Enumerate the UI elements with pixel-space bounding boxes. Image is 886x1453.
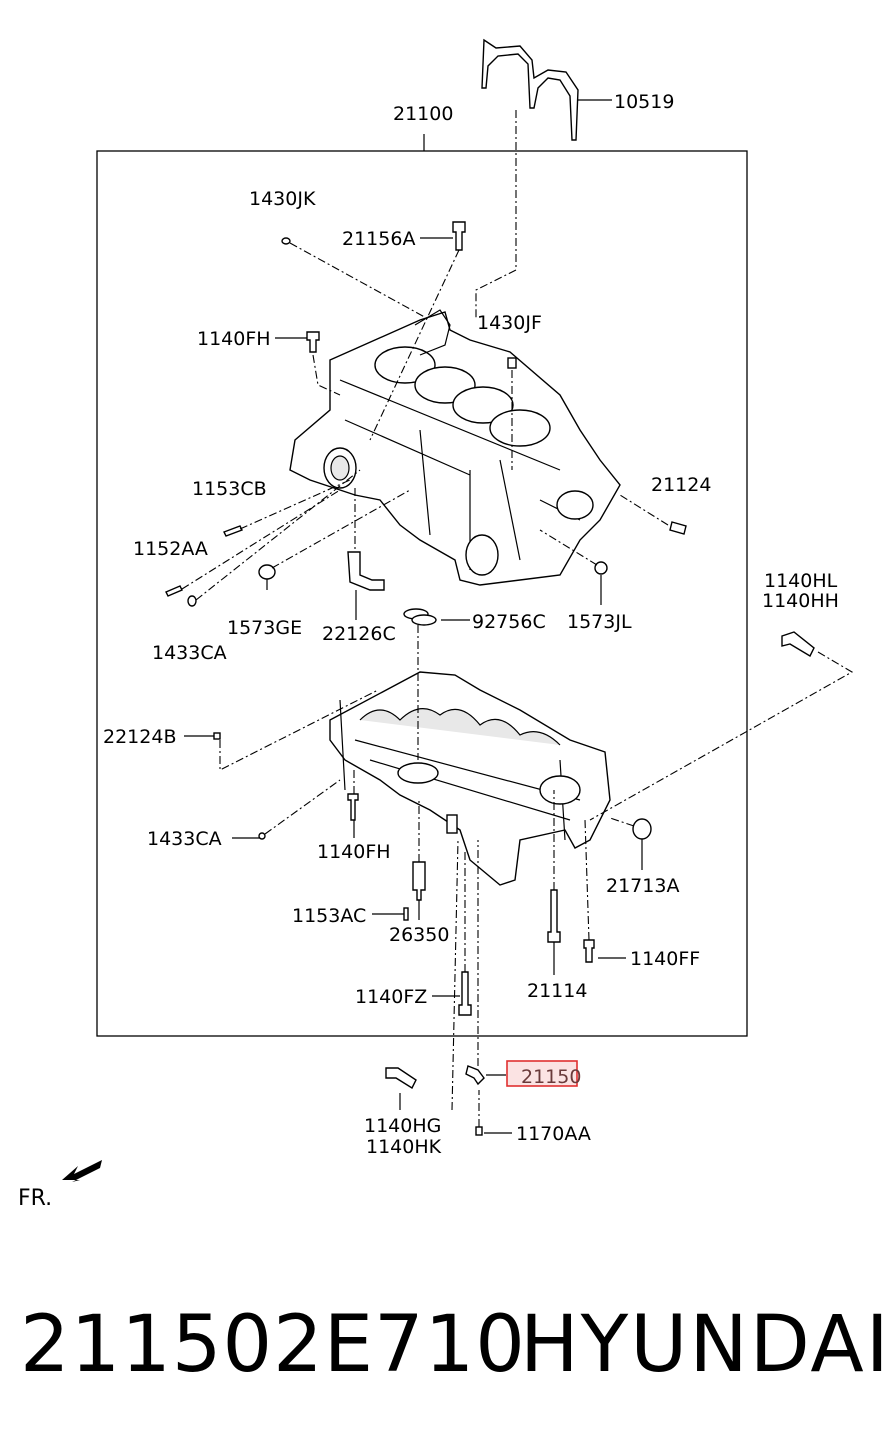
callout-1433CA-top: 1433CA [152, 642, 227, 664]
callout-21713A: 21713A [606, 875, 679, 897]
callout-1140HH: 1140HH [762, 590, 839, 612]
cylinder-block-upper [289, 309, 621, 586]
highlight-box-21150[interactable] [506, 1060, 578, 1087]
callout-21124: 21124 [651, 474, 711, 496]
callout-1140HK: 1140HK [366, 1136, 442, 1158]
callout-1153CB: 1153CB [192, 478, 267, 500]
callout-1140HG: 1140HG [364, 1115, 441, 1137]
callout-1140FH-bottom: 1140FH [317, 841, 391, 863]
assembly-frame [96, 150, 748, 1037]
callout-1430JK: 1430JK [249, 188, 316, 210]
brand-name: HYUNDAI [520, 1300, 886, 1390]
callout-1140FH-top: 1140FH [197, 328, 271, 350]
callout-1170AA: 1170AA [516, 1123, 591, 1145]
callout-21156A: 21156A [342, 228, 415, 250]
callout-21150[interactable]: 21150 [521, 1066, 581, 1088]
callout-26350: 26350 [389, 924, 449, 946]
bearing-shell-10519 [481, 38, 612, 141]
callout-10519: 10519 [614, 91, 674, 113]
parts-diagram: FR. 21100 10519 1430JK 21156A 1430JF 114… [18, 38, 854, 1211]
callout-92756C: 92756C [472, 611, 546, 633]
callout-21114: 21114 [527, 980, 587, 1002]
callout-1140FF: 1140FF [630, 948, 700, 970]
crankcase-lower [329, 671, 611, 886]
callout-22126C: 22126C [322, 623, 396, 645]
front-arrow-icon [62, 1160, 102, 1182]
small-parts [165, 221, 815, 1136]
callout-1153AC: 1153AC [292, 905, 366, 927]
callout-1152AA: 1152AA [133, 538, 208, 560]
footer: 211502E710 HYUNDAI [0, 1295, 886, 1415]
front-indicator: FR. [18, 1186, 52, 1211]
callout-1140FZ: 1140FZ [355, 986, 427, 1008]
part-number: 211502E710 [20, 1300, 526, 1390]
callout-21100: 21100 [393, 103, 453, 125]
callout-1573JL: 1573JL [567, 611, 632, 633]
callout-1430JF: 1430JF [477, 312, 542, 334]
callout-1433CA-bottom: 1433CA [147, 828, 222, 850]
callout-1140HL: 1140HL [764, 570, 838, 592]
leader-lines [184, 237, 643, 1134]
callout-1573GE: 1573GE [227, 617, 302, 639]
callout-22124B: 22124B [103, 726, 176, 748]
assembly-lines [181, 242, 854, 1127]
